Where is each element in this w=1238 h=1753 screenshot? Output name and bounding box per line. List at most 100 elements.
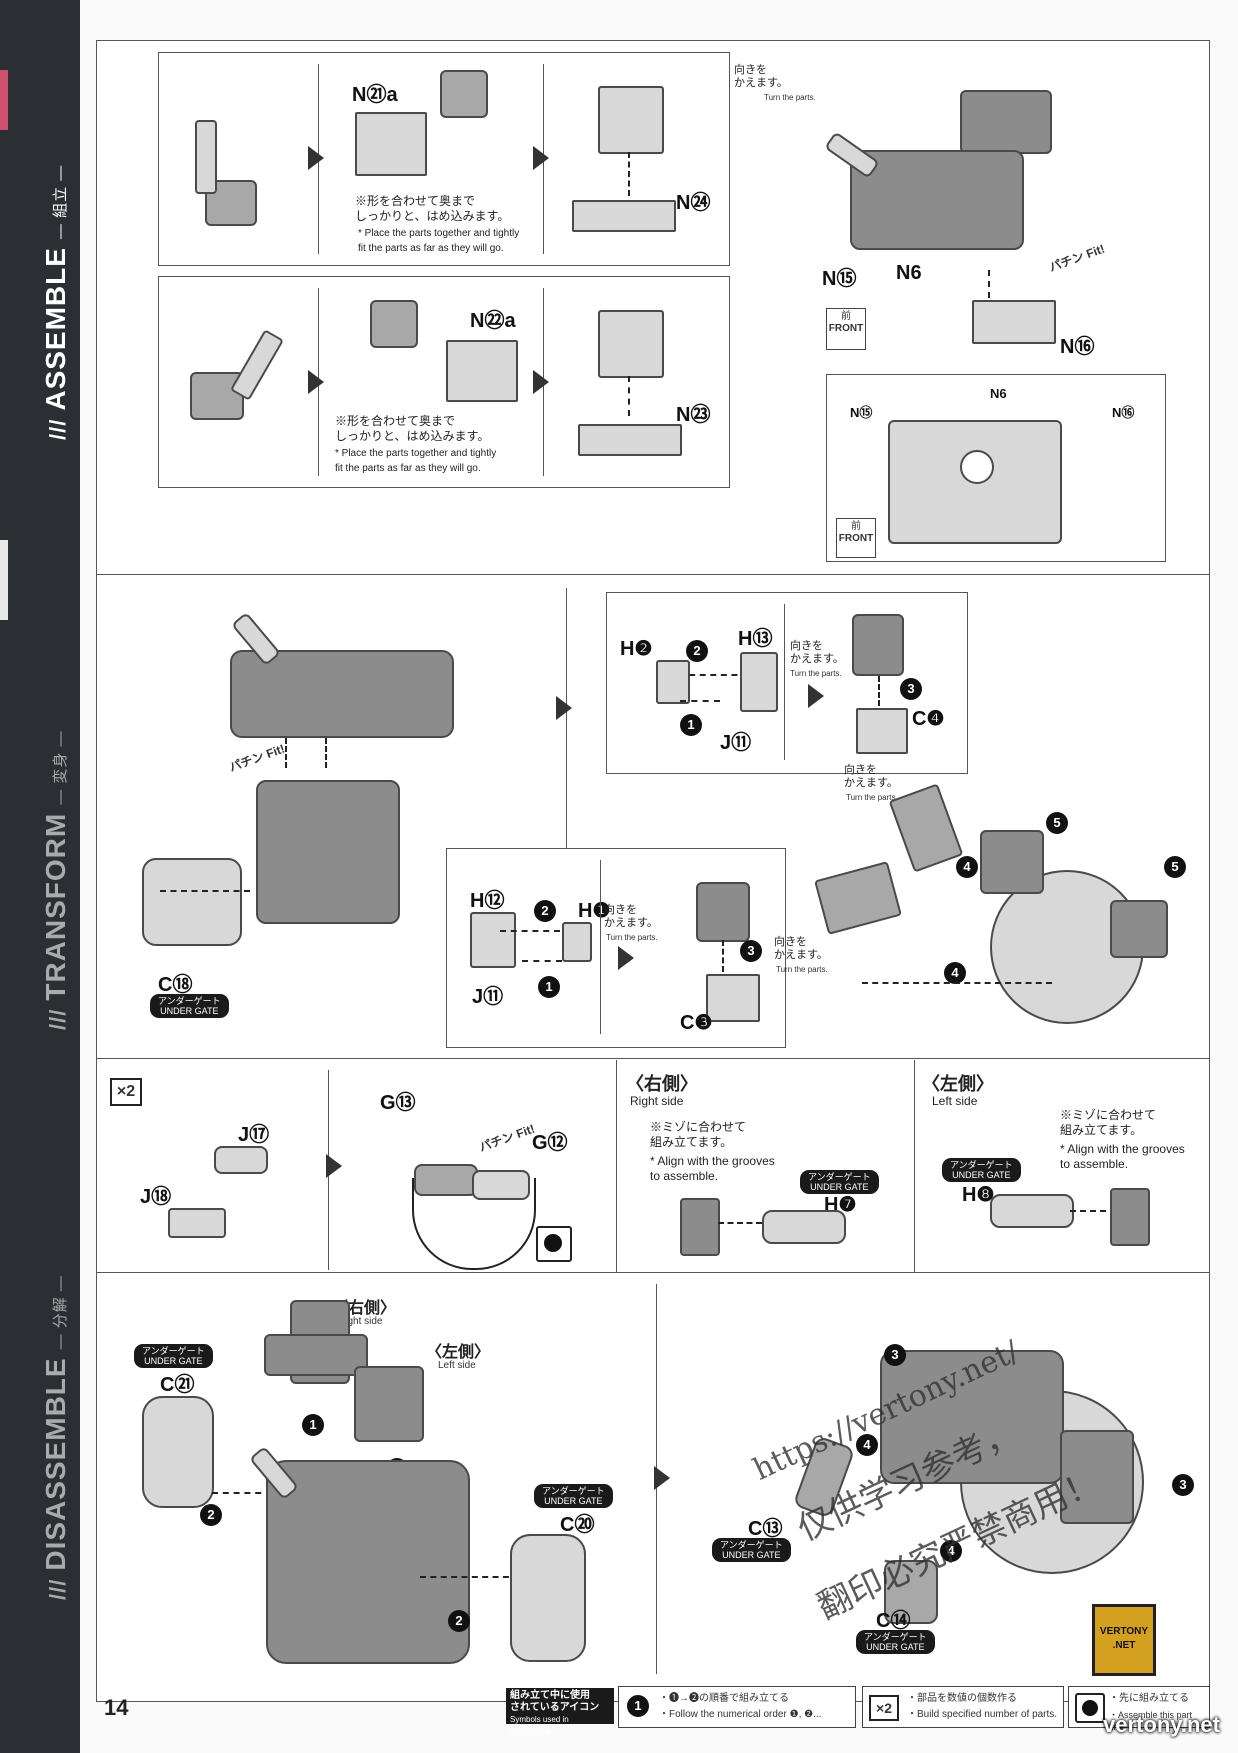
turn-note: 向きを かえます。 <box>790 640 844 665</box>
step-number-badge: 1 <box>538 976 560 998</box>
part-label-c18: C⑱ <box>158 974 193 996</box>
turn-note-en: Turn the parts. <box>846 793 898 802</box>
part-label-n23: N㉓ <box>676 404 711 426</box>
right-side-title: 〈右側〉 <box>626 1074 698 1094</box>
body-assembly <box>266 1460 470 1664</box>
base-part <box>578 424 682 456</box>
align-note: ※ミゾに合わせて 組み立てます。 <box>650 1120 747 1149</box>
section-sidebar: ///ASSEMBLE— 組立 — ///TRANSFORM— 変身 — ///… <box>0 0 80 1753</box>
part-label-j17: J⑰ <box>238 1124 270 1146</box>
fit-note: ※形を合わせて奥まで しっかりと、はめ込みます。 <box>335 414 490 443</box>
assembly-guide-line <box>522 960 562 962</box>
leg-block-part <box>264 1334 368 1376</box>
assemble-first-icon <box>1075 1693 1105 1723</box>
part-label-c21: C㉑ <box>160 1374 195 1396</box>
frame-socket-view <box>960 450 994 484</box>
next-arrow-icon <box>556 696 572 720</box>
fit-note-en: * Place the parts together and tightly f… <box>335 448 497 474</box>
fit-note-en: * Place the parts together and tightly f… <box>358 228 520 254</box>
lower-body-block <box>256 780 400 924</box>
assembled-h-block <box>696 882 750 942</box>
next-arrow-icon <box>308 146 324 170</box>
step-number-badge: 3 <box>740 940 762 962</box>
assembly-guide-line <box>680 700 720 702</box>
assembly-guide-line <box>1070 1210 1106 1212</box>
part-label-g13: G⑬ <box>380 1092 416 1114</box>
left-side-subtitle: Left side <box>438 1360 476 1371</box>
c18-part <box>142 858 242 946</box>
side-block-part <box>1110 900 1168 958</box>
frame-plate-part <box>355 112 427 176</box>
turn-note: 向きを かえます。 <box>604 904 658 929</box>
legend-title: 組み立て中に使用 されているアイコン Symbols used in instr… <box>506 1688 614 1736</box>
assembly-guide-line <box>722 940 724 972</box>
h2-part <box>656 660 690 704</box>
step-number-badge: 2 <box>534 900 556 922</box>
turn-note: 向きを かえます。 <box>774 936 828 961</box>
disassemble-label: ///DISASSEMBLE— 分解 — <box>40 1275 71 1600</box>
divider <box>600 860 601 1034</box>
h7-part <box>762 1210 846 1244</box>
assembled-h-block <box>852 614 904 676</box>
step-number-badge: 4 <box>944 962 966 984</box>
assembly-guide-line <box>212 1492 272 1494</box>
align-note-en: * Align with the grooves to assemble. <box>1060 1142 1185 1171</box>
step-number-badge: 2 <box>200 1504 222 1526</box>
step-number-badge: 2 <box>686 640 708 662</box>
turn-note-en: Turn the parts. <box>606 933 658 942</box>
part-label-n21a: N㉑a <box>352 84 398 106</box>
watermark-site: vertony.net <box>1103 1712 1220 1737</box>
part-label-h1: H❶ <box>578 900 611 922</box>
turn-note-en: Turn the parts. <box>764 93 816 102</box>
page-number: 14 <box>104 1695 129 1720</box>
next-arrow-icon <box>326 1154 342 1178</box>
assembly-guide-line <box>160 890 250 892</box>
part-label-j11: J⑪ <box>720 732 752 754</box>
section-divider <box>97 574 1209 575</box>
turn-note-en: Turn the parts. <box>790 669 842 678</box>
assembly-guide-line <box>325 738 327 768</box>
assembly-guide-line <box>628 376 630 416</box>
torso-frame-assembly <box>230 650 454 738</box>
next-arrow-icon <box>808 684 824 708</box>
part-label-h12: H⑫ <box>470 890 505 912</box>
assemble-label: ///ASSEMBLE— 組立 — <box>40 164 71 440</box>
bracket-part <box>598 310 664 378</box>
assembly-guide-line <box>862 982 1052 984</box>
right-side-subtitle: Right side <box>338 1316 383 1327</box>
assembly-guide-line <box>878 676 880 706</box>
h13-part <box>740 652 778 712</box>
step-number-badge: 1 <box>302 1414 324 1436</box>
next-arrow-icon <box>533 146 549 170</box>
divider <box>616 1060 617 1272</box>
assembly-guide-line <box>285 738 287 768</box>
c14-part <box>884 1560 938 1624</box>
divider <box>914 1060 915 1272</box>
next-arrow-icon <box>308 370 324 394</box>
step-number-badge: 3 <box>900 678 922 700</box>
legend-first: ・先に組み立てる ・Assemble this part first. <box>1068 1686 1210 1732</box>
detail-label-n6: N6 <box>990 386 1007 401</box>
assembly-guide-line <box>420 1576 540 1578</box>
leg-block-part <box>680 1198 720 1256</box>
step-number-badge: 4 <box>940 1540 962 1562</box>
turn-note: 向きを かえます。 <box>844 764 898 789</box>
legend-count: ×2 ・部品を数値の個数作る ・Build specified number o… <box>862 1686 1064 1728</box>
leg-block-part <box>1110 1188 1150 1246</box>
part-label-n16: N⑯ <box>1060 336 1095 358</box>
h8-part <box>990 1194 1074 1228</box>
side-block-part <box>1060 1430 1134 1524</box>
step-order-icon: 1 <box>627 1695 649 1717</box>
step-number-badge: 4 <box>856 1434 878 1456</box>
part-label-j11: J⑪ <box>472 986 504 1008</box>
assembly-guide-line <box>668 674 748 676</box>
j18-part <box>168 1208 226 1238</box>
turn-note: 向きを かえます。 <box>734 64 788 89</box>
part-label-g12: G⑫ <box>532 1132 568 1154</box>
step-number-badge: 3 <box>1172 1474 1194 1496</box>
